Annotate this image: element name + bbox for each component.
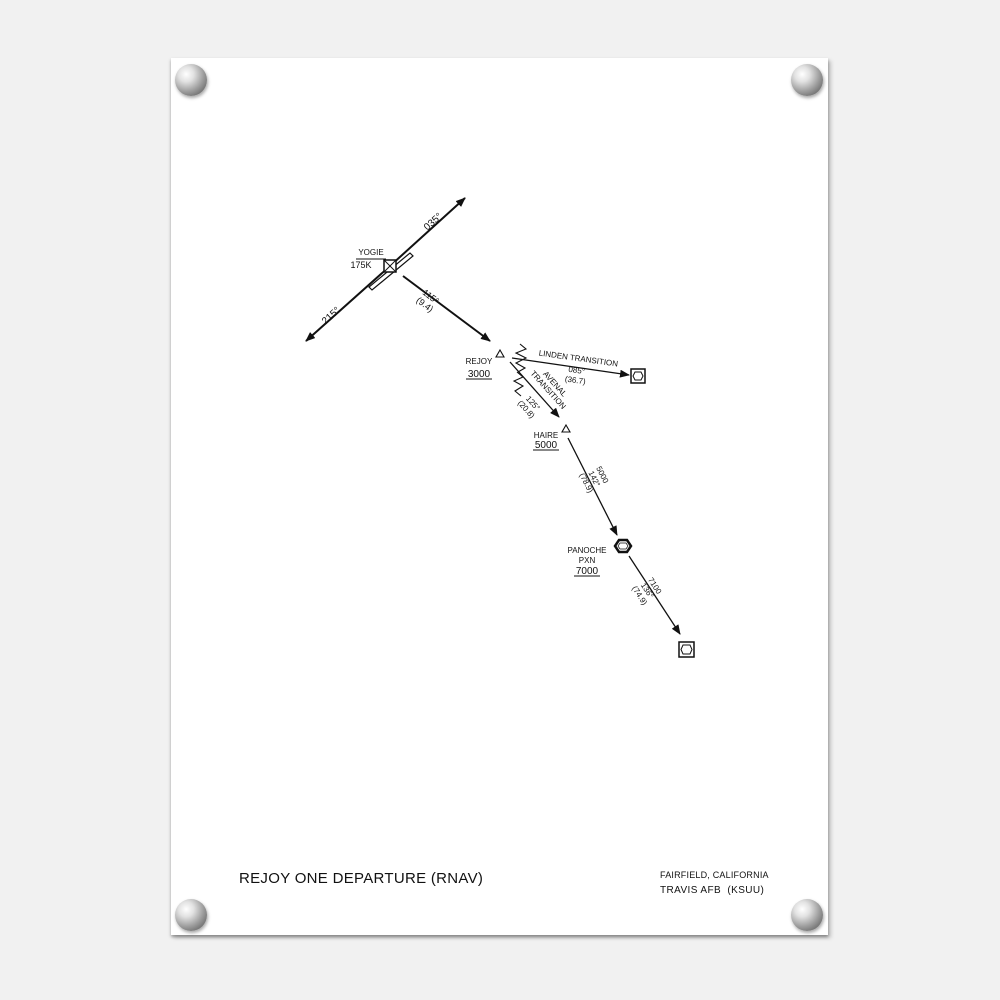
- yogie-speed-restriction: 175K: [350, 260, 371, 270]
- haire-fix-icon: [561, 423, 571, 433]
- location-city: FAIRFIELD, CALIFORNIA: [660, 870, 769, 880]
- standoff-bolt-icon: [175, 64, 207, 96]
- standoff-bolt-icon: [791, 64, 823, 96]
- rejoy-altitude: 3000: [468, 369, 491, 380]
- haire-altitude: 5000: [535, 440, 558, 451]
- linden-distance: (36.7): [564, 374, 586, 386]
- leg-avenal: [509, 361, 560, 418]
- leg-haire-pxn: [567, 437, 618, 536]
- rejoy-name: REJOY: [466, 357, 493, 366]
- course-035-label: 035°: [422, 211, 445, 233]
- yogie-name: YOGIE: [358, 248, 383, 257]
- chart-title: REJOY ONE DEPARTURE (RNAV): [239, 870, 484, 887]
- linden-break-mark: [514, 343, 528, 373]
- panoche-ident: PXN: [579, 556, 596, 565]
- location-airport: TRAVIS AFB (KSUU): [660, 885, 764, 896]
- course-line-215: [305, 265, 391, 342]
- airport-code: (KSUU): [727, 885, 765, 896]
- linden-vordme-icon: [630, 368, 646, 384]
- leg-linden: [511, 357, 630, 378]
- course-215-label: 215°: [320, 305, 343, 327]
- panoche-name: PANOCHE: [568, 546, 607, 555]
- panoche-vortac-icon: [613, 538, 633, 554]
- standoff-bolt-icon: [175, 899, 207, 931]
- leg-pxn-end: [628, 555, 681, 635]
- standoff-bolt-icon: [791, 899, 823, 931]
- rejoy-fix-icon: [495, 348, 505, 358]
- leg-yogie-rejoy: [402, 275, 491, 342]
- airport-name: TRAVIS AFB: [660, 885, 722, 896]
- linden-course: 085°: [568, 365, 586, 376]
- haire-name: HAIRE: [534, 431, 558, 440]
- course-line-035: [389, 197, 466, 267]
- avenal-break-mark: [512, 371, 525, 397]
- yogie-waypoint-icon: [383, 259, 397, 273]
- poster: [171, 58, 828, 935]
- panoche-altitude: 7000: [576, 566, 599, 577]
- end-vordme-icon: [678, 641, 695, 658]
